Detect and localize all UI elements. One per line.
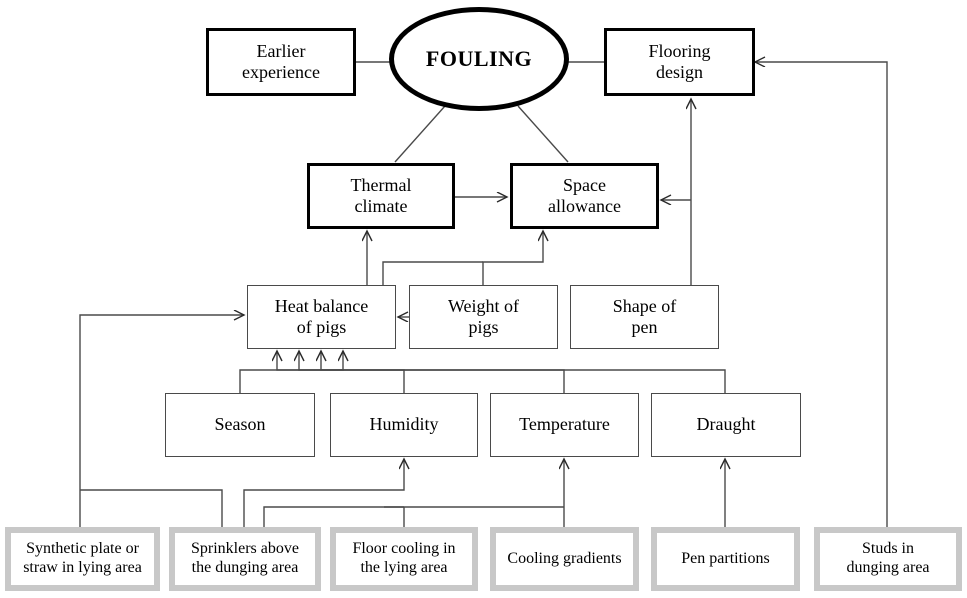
node-label: Heat balance of pigs xyxy=(274,295,369,337)
node-thermal-climate[interactable]: Thermal climate xyxy=(307,163,455,229)
node-weight-of-pigs[interactable]: Weight of pigs xyxy=(409,285,558,349)
edge-floor-cooling-to-humidity xyxy=(263,506,404,527)
edge-studs-to-flooring-design xyxy=(755,62,888,527)
node-draught[interactable]: Draught xyxy=(651,393,801,457)
node-shape-of-pen[interactable]: Shape of pen xyxy=(570,285,719,349)
edge-humidity-to-heat-balance xyxy=(321,351,405,393)
node-label: Temperature xyxy=(519,414,610,435)
node-label: Shape of pen xyxy=(612,295,677,337)
node-space-allowance[interactable]: Space allowance xyxy=(510,163,659,229)
edge-sprinklers-to-humidity xyxy=(243,459,404,527)
edge-draught-to-heat-balance xyxy=(277,351,726,393)
node-label: Thermal climate xyxy=(350,174,412,216)
node-label: Pen partitions xyxy=(681,549,770,567)
node-pen-partitions[interactable]: Pen partitions xyxy=(651,527,800,591)
node-humidity[interactable]: Humidity xyxy=(330,393,478,457)
node-label: Space allowance xyxy=(548,174,621,216)
node-label: FOULING xyxy=(425,46,533,71)
node-sprinklers-above-the-dunging-area[interactable]: Sprinklers above the dunging area xyxy=(169,527,321,591)
edge-temperature-to-heat-balance xyxy=(299,351,565,393)
node-label: Earlier experience xyxy=(242,40,320,82)
node-floor-cooling-in-the-lying-area[interactable]: Floor cooling in the lying area xyxy=(330,527,478,591)
node-label: Cooling gradients xyxy=(507,549,622,567)
node-earlier-experience[interactable]: Earlier experience xyxy=(206,28,356,96)
node-label: Sprinklers above the dunging area xyxy=(191,540,299,576)
edge-weight-of-pigs-to-space-allowance xyxy=(482,231,543,285)
node-flooring-design[interactable]: Flooring design xyxy=(604,28,755,96)
edge-synthetic-plate-to-heat-balance xyxy=(79,315,244,527)
node-label: Flooring design xyxy=(648,40,711,82)
node-temperature[interactable]: Temperature xyxy=(490,393,639,457)
node-label: Studs in dunging area xyxy=(846,540,930,576)
node-label: Humidity xyxy=(369,414,439,435)
edge-fouling-to-thermal-climate xyxy=(394,105,446,163)
node-label: Floor cooling in the lying area xyxy=(352,540,456,576)
node-fouling[interactable]: FOULING xyxy=(389,7,569,111)
node-studs-in-dunging-area[interactable]: Studs in dunging area xyxy=(814,527,962,591)
node-label: Season xyxy=(214,414,266,435)
node-label: Draught xyxy=(696,414,756,435)
edge-synthetic-plate-rail xyxy=(80,489,223,527)
edge-weight-of-pigs-branch xyxy=(382,261,483,285)
node-season[interactable]: Season xyxy=(165,393,315,457)
node-cooling-gradients[interactable]: Cooling gradients xyxy=(490,527,639,591)
node-label: Synthetic plate or straw in lying area xyxy=(23,540,142,576)
node-label: Weight of pigs xyxy=(447,295,520,337)
edge-season-to-heat-balance xyxy=(239,351,343,393)
edge-fouling-to-space-allowance xyxy=(517,105,569,163)
node-heat-balance-of-pigs[interactable]: Heat balance of pigs xyxy=(247,285,396,349)
node-synthetic-plate-or-straw-in-lying-area[interactable]: Synthetic plate or straw in lying area xyxy=(5,527,160,591)
